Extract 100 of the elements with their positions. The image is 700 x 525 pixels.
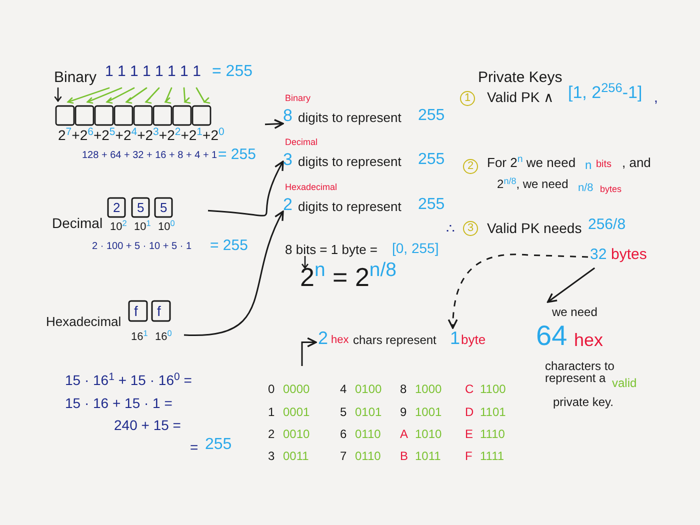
binary-value: 0001	[283, 406, 310, 418]
note-text: 10$^{1}$	[134, 222, 151, 233]
note-text: Valid PK needs	[487, 221, 582, 235]
note-text: Valid PK ∧	[487, 90, 554, 104]
binary-value: 0100	[355, 383, 382, 395]
note-text: 240 + 15 =	[114, 418, 181, 432]
note-text: digits to represent	[298, 111, 402, 124]
binary-value: 1010	[415, 428, 442, 440]
note-text: 256/8	[588, 217, 626, 232]
number-system-label: Decimal	[285, 138, 318, 147]
binary-value: 0101	[355, 406, 382, 418]
step-number: 2	[463, 159, 478, 174]
hex-digit: 7	[340, 450, 347, 462]
arrow	[546, 267, 596, 303]
binary-value: 1110	[480, 428, 505, 440]
note-text: digits to represent	[298, 155, 402, 168]
note-text: For 2$^{n}$ we need	[487, 156, 576, 169]
binary-value: 0000	[283, 383, 310, 395]
note-text: Binary	[54, 70, 97, 85]
note-text: 2$^{n/8}$, we need	[497, 178, 568, 190]
note-text: bits	[596, 160, 612, 170]
digit: f	[157, 304, 161, 318]
note-text: = 255	[210, 238, 248, 253]
hex-digit: 0	[268, 383, 275, 395]
note-text: hex	[574, 331, 604, 349]
note-text: 255	[418, 108, 445, 124]
note-text: = 255	[218, 147, 256, 162]
binary-value: 1001	[415, 406, 442, 418]
arrow	[264, 118, 284, 130]
note-text: 32	[590, 247, 607, 262]
note-text: 8	[283, 107, 292, 124]
note-text: [1, 2$^{256}$-1]	[568, 84, 642, 101]
note-text: 2$^{n}$ = 2$^{n/8}$	[300, 264, 397, 290]
note-text: 255	[205, 437, 232, 453]
note-text: valid	[612, 377, 637, 389]
note-text: hex	[331, 335, 349, 346]
binary-value: 0011	[283, 450, 309, 462]
dashed-arrow	[448, 254, 588, 329]
hex-digit: 5	[340, 406, 347, 418]
note-text: 2	[283, 196, 292, 213]
note-text: 8 bits = 1 byte =	[285, 243, 378, 256]
note-text: 2	[318, 329, 328, 347]
note-text: ∴	[446, 221, 455, 235]
note-text: , and	[622, 156, 651, 169]
hex-digit: 4	[340, 383, 347, 395]
digit: f	[134, 304, 138, 318]
step-number: 1	[460, 91, 475, 106]
note-text: byte	[461, 333, 486, 346]
note-text: bytes	[600, 185, 622, 194]
hex-digit: 8	[400, 383, 407, 395]
hex-digit: C	[465, 383, 474, 395]
binary-value: 0110	[355, 450, 381, 462]
digit: 2	[113, 201, 120, 214]
binary-value: 1100	[480, 383, 506, 395]
binary-value: 1111	[480, 450, 504, 462]
hex-digit: A	[400, 428, 408, 440]
number-system-label: Binary	[285, 94, 311, 103]
hex-digit: B	[400, 450, 408, 462]
hex-digit: E	[465, 428, 474, 440]
note-text: 64	[536, 322, 568, 350]
note-text: Hexadecimal	[46, 315, 122, 328]
note-text: =	[190, 440, 198, 454]
section-heading: Private Keys	[478, 70, 562, 85]
arrow	[301, 337, 317, 366]
note-text: 255	[418, 197, 445, 213]
binary-value: 0010	[283, 428, 310, 440]
number-system-label: Hexadecimal	[285, 183, 338, 192]
note-text: digits to represent	[298, 200, 402, 213]
binary-value: 1101	[480, 406, 506, 418]
step-number: 3	[463, 221, 478, 236]
arrow	[208, 160, 284, 216]
note-text: we need	[552, 306, 598, 318]
note-text: 128 + 64 + 32 + 16 + 8 + 4 + 1	[82, 151, 218, 161]
note-text: 1	[450, 329, 460, 347]
note-text: = 255	[212, 64, 252, 80]
binary-value: 1000	[415, 383, 442, 395]
note-text: 16$^{0}$	[155, 332, 172, 343]
hex-digit: 6	[340, 428, 347, 440]
hex-digit: 3	[268, 450, 275, 462]
digit: 5	[137, 201, 144, 214]
arrow	[184, 210, 284, 336]
note-text: 10$^{2}$	[110, 222, 127, 233]
hex-digit: 9	[400, 406, 407, 418]
note-text: n	[585, 159, 592, 171]
note-text: 16$^{1}$	[131, 332, 148, 343]
note-text: 15 · 16$^{1}$ + 15 · 16$^{0}$ =	[65, 373, 192, 387]
note-text: 1 1 1 1 1 1 1 1	[105, 64, 201, 79]
note-text: 255	[418, 152, 445, 168]
note-text: 2 · 100 + 5 · 10 + 5 · 1	[92, 242, 192, 252]
note-text: 15 · 16 + 15 · 1 =	[65, 396, 172, 410]
note-text: [0, 255]	[392, 241, 439, 255]
digit: 5	[160, 201, 168, 214]
note-text: Decimal	[52, 216, 103, 230]
note-text: 3	[283, 151, 292, 168]
hex-digit: 1	[268, 406, 275, 418]
note-text: private key.	[553, 396, 614, 408]
note-text: ,	[654, 90, 658, 104]
binary-value: 0110	[355, 428, 381, 440]
binary-value: 1011	[415, 450, 441, 462]
hex-digit: D	[465, 406, 474, 418]
